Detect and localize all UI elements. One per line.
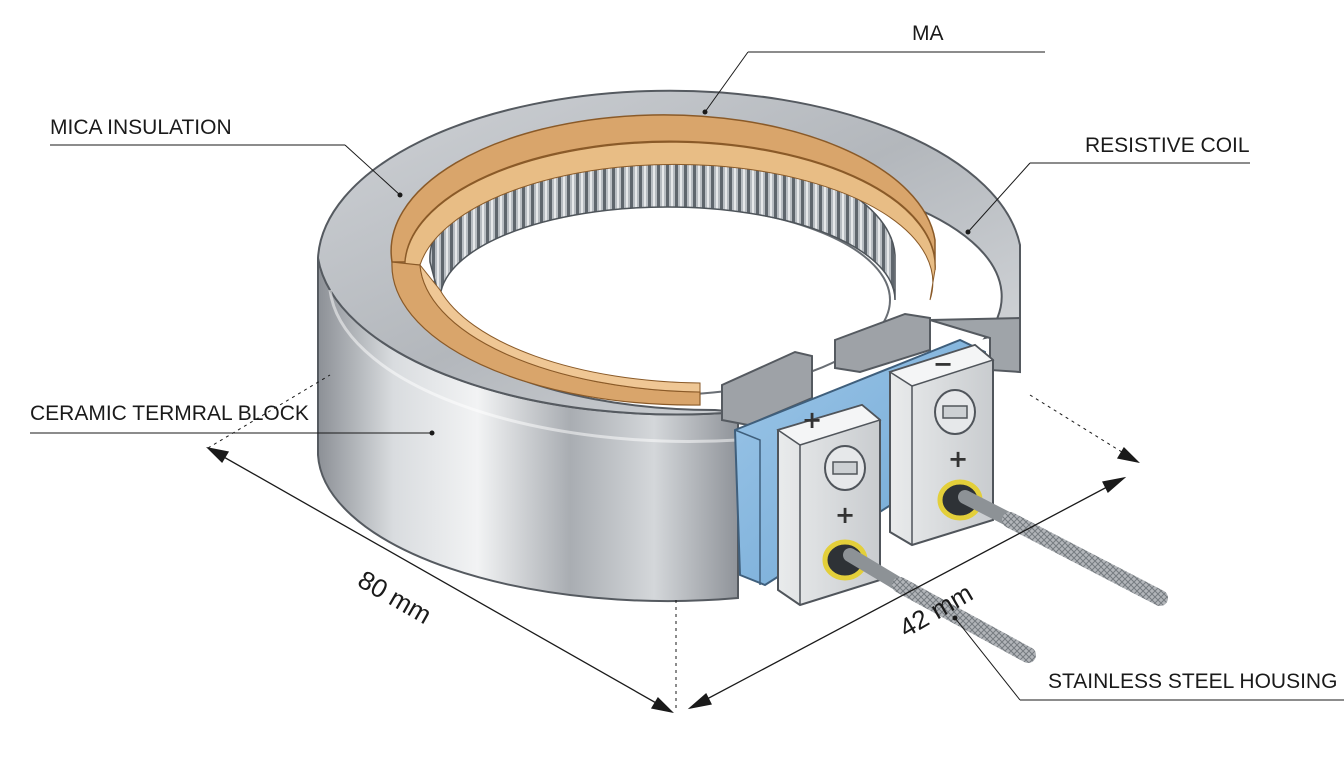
mica-layer-lower-2 (419, 263, 701, 393)
pad-right (834, 312, 931, 374)
pad-left (721, 350, 813, 427)
terminal-left-top-sign: + (802, 406, 822, 434)
callout-stainless-housing: STAINLESS STEEL HOUSING (952, 615, 1344, 701)
callout-ceramic-block: CERAMIC TERMRAL BLOCK (30, 402, 435, 436)
screw-icon (824, 445, 866, 491)
wire-lead-left (843, 548, 1036, 663)
wire-lead-right (958, 490, 1168, 606)
label-ceramic-block: CERAMIC TERMRAL BLOCK (30, 402, 309, 425)
terminal-left-mid-sign: + (835, 501, 855, 529)
terminal-right-mid-sign: + (948, 445, 968, 473)
terminal-left: + + (776, 403, 882, 607)
terminal-right: − + (888, 343, 995, 547)
callout-ma: MA (702, 22, 1045, 115)
mica-layer-outer (390, 114, 936, 271)
dimension-height (687, 394, 1140, 710)
callout-resistive-coil: RESISTIVE COIL (965, 134, 1250, 235)
label-resistive-coil: RESISTIVE COIL (1085, 134, 1250, 157)
label-ma: MA (912, 22, 944, 45)
gap-pads (721, 312, 931, 427)
steel-housing-ring (316, 89, 1021, 603)
dimension-diameter-label: 80 mm (353, 564, 437, 630)
label-mica-insulation: MICA INSULATION (50, 116, 232, 139)
dimension-diameter (206, 374, 677, 714)
screw-icon (934, 389, 976, 435)
mica-layer-inner (404, 141, 936, 301)
housing-right-stub (929, 316, 1021, 374)
callout-mica-insulation: MICA INSULATION (50, 116, 403, 198)
terminal-right-top-sign: − (933, 350, 953, 378)
label-stainless-housing: STAINLESS STEEL HOUSING (1048, 670, 1337, 693)
